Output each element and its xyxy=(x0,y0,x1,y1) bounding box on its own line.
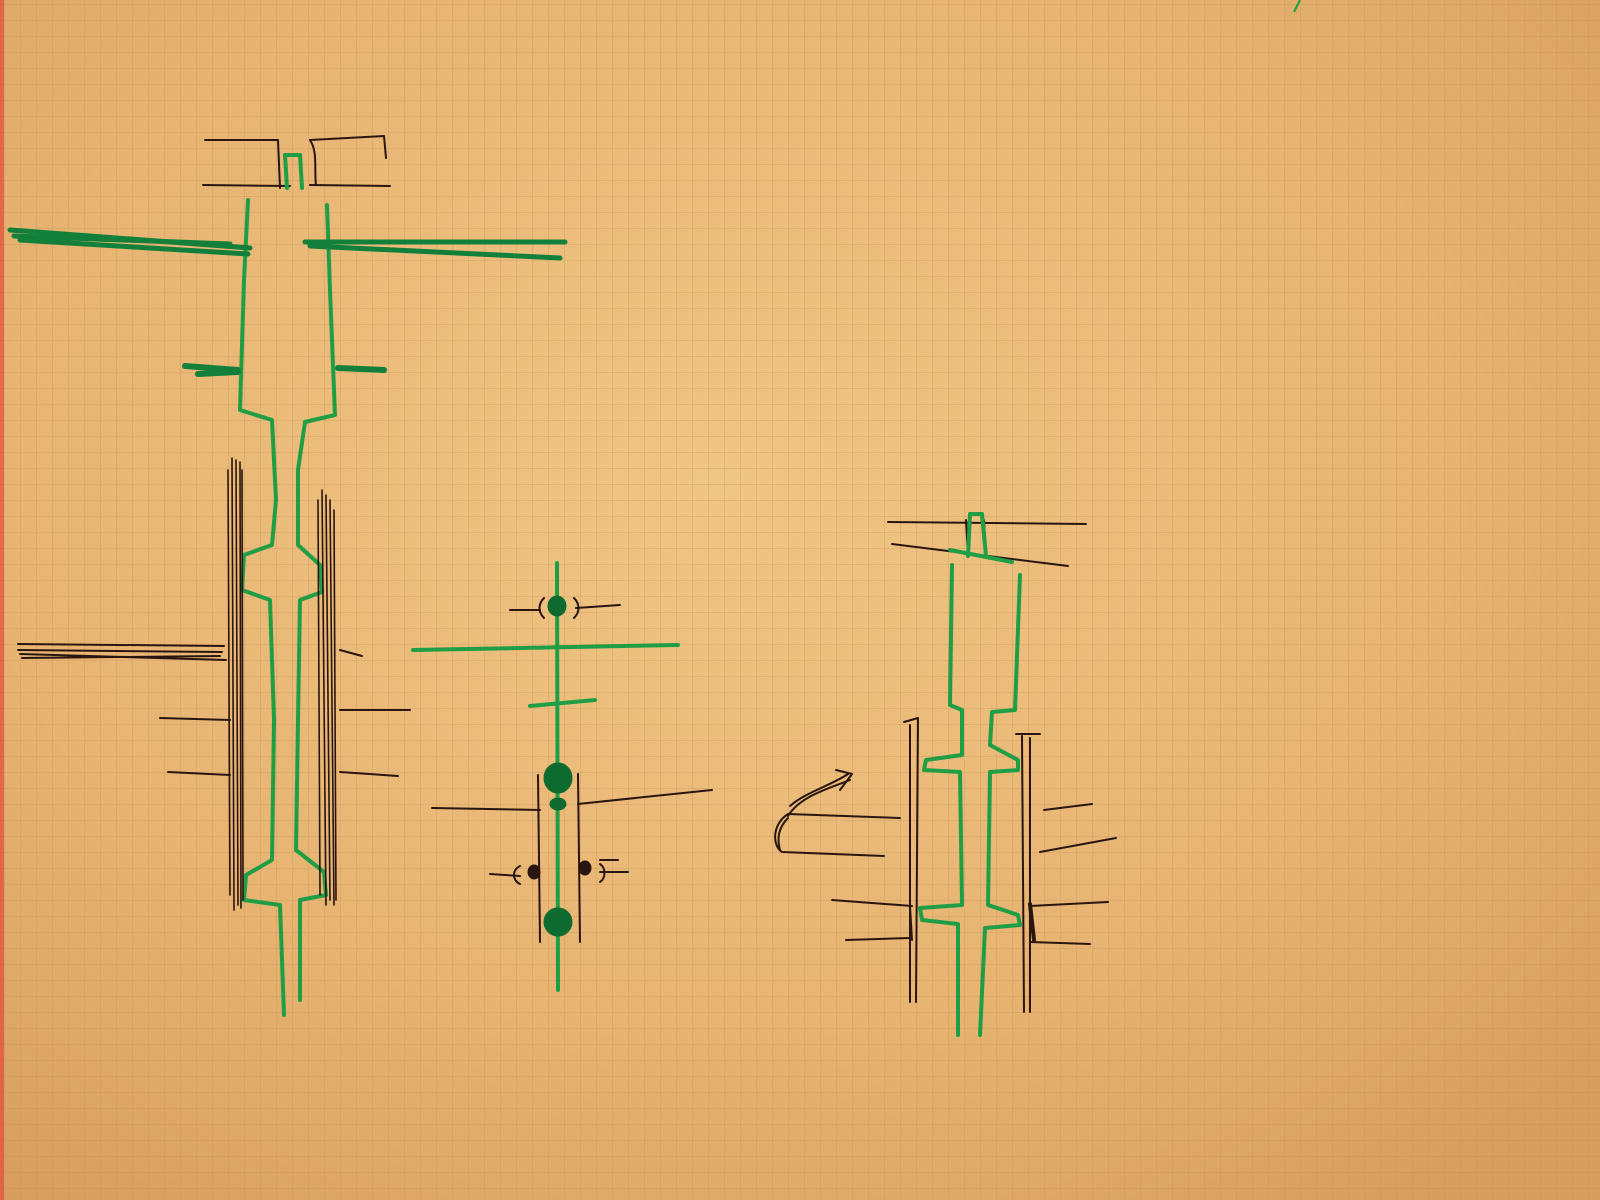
sketch-right-shaft xyxy=(918,563,1022,1037)
sketch-left xyxy=(7,135,568,1017)
sketch-right-leaders xyxy=(831,803,1117,945)
sketch-right-curved-arrow-icon xyxy=(774,769,901,857)
sketch-left-wing-bars xyxy=(7,227,568,261)
sketch-corner-mark xyxy=(1293,0,1301,13)
sketch-center-nodes xyxy=(527,762,592,937)
sketch-center-sleeve xyxy=(431,773,713,943)
sketch-left-top-bracket xyxy=(202,135,391,189)
paper-red-margin xyxy=(0,0,4,1200)
sketch-left-side-tabs xyxy=(182,363,387,377)
sketch-right xyxy=(774,512,1117,1037)
sketch-center-top-node xyxy=(509,595,621,619)
sketch-right-top-green-stub xyxy=(948,512,1014,564)
sketch-left-side-plates xyxy=(227,457,337,911)
sketch-left-top-green-stub xyxy=(283,153,304,190)
sketch-left-leaders xyxy=(17,643,411,777)
sketch-right-side-walls xyxy=(903,717,1041,1013)
sketch-center xyxy=(411,561,713,992)
sketch-center-crossbars xyxy=(411,643,680,708)
